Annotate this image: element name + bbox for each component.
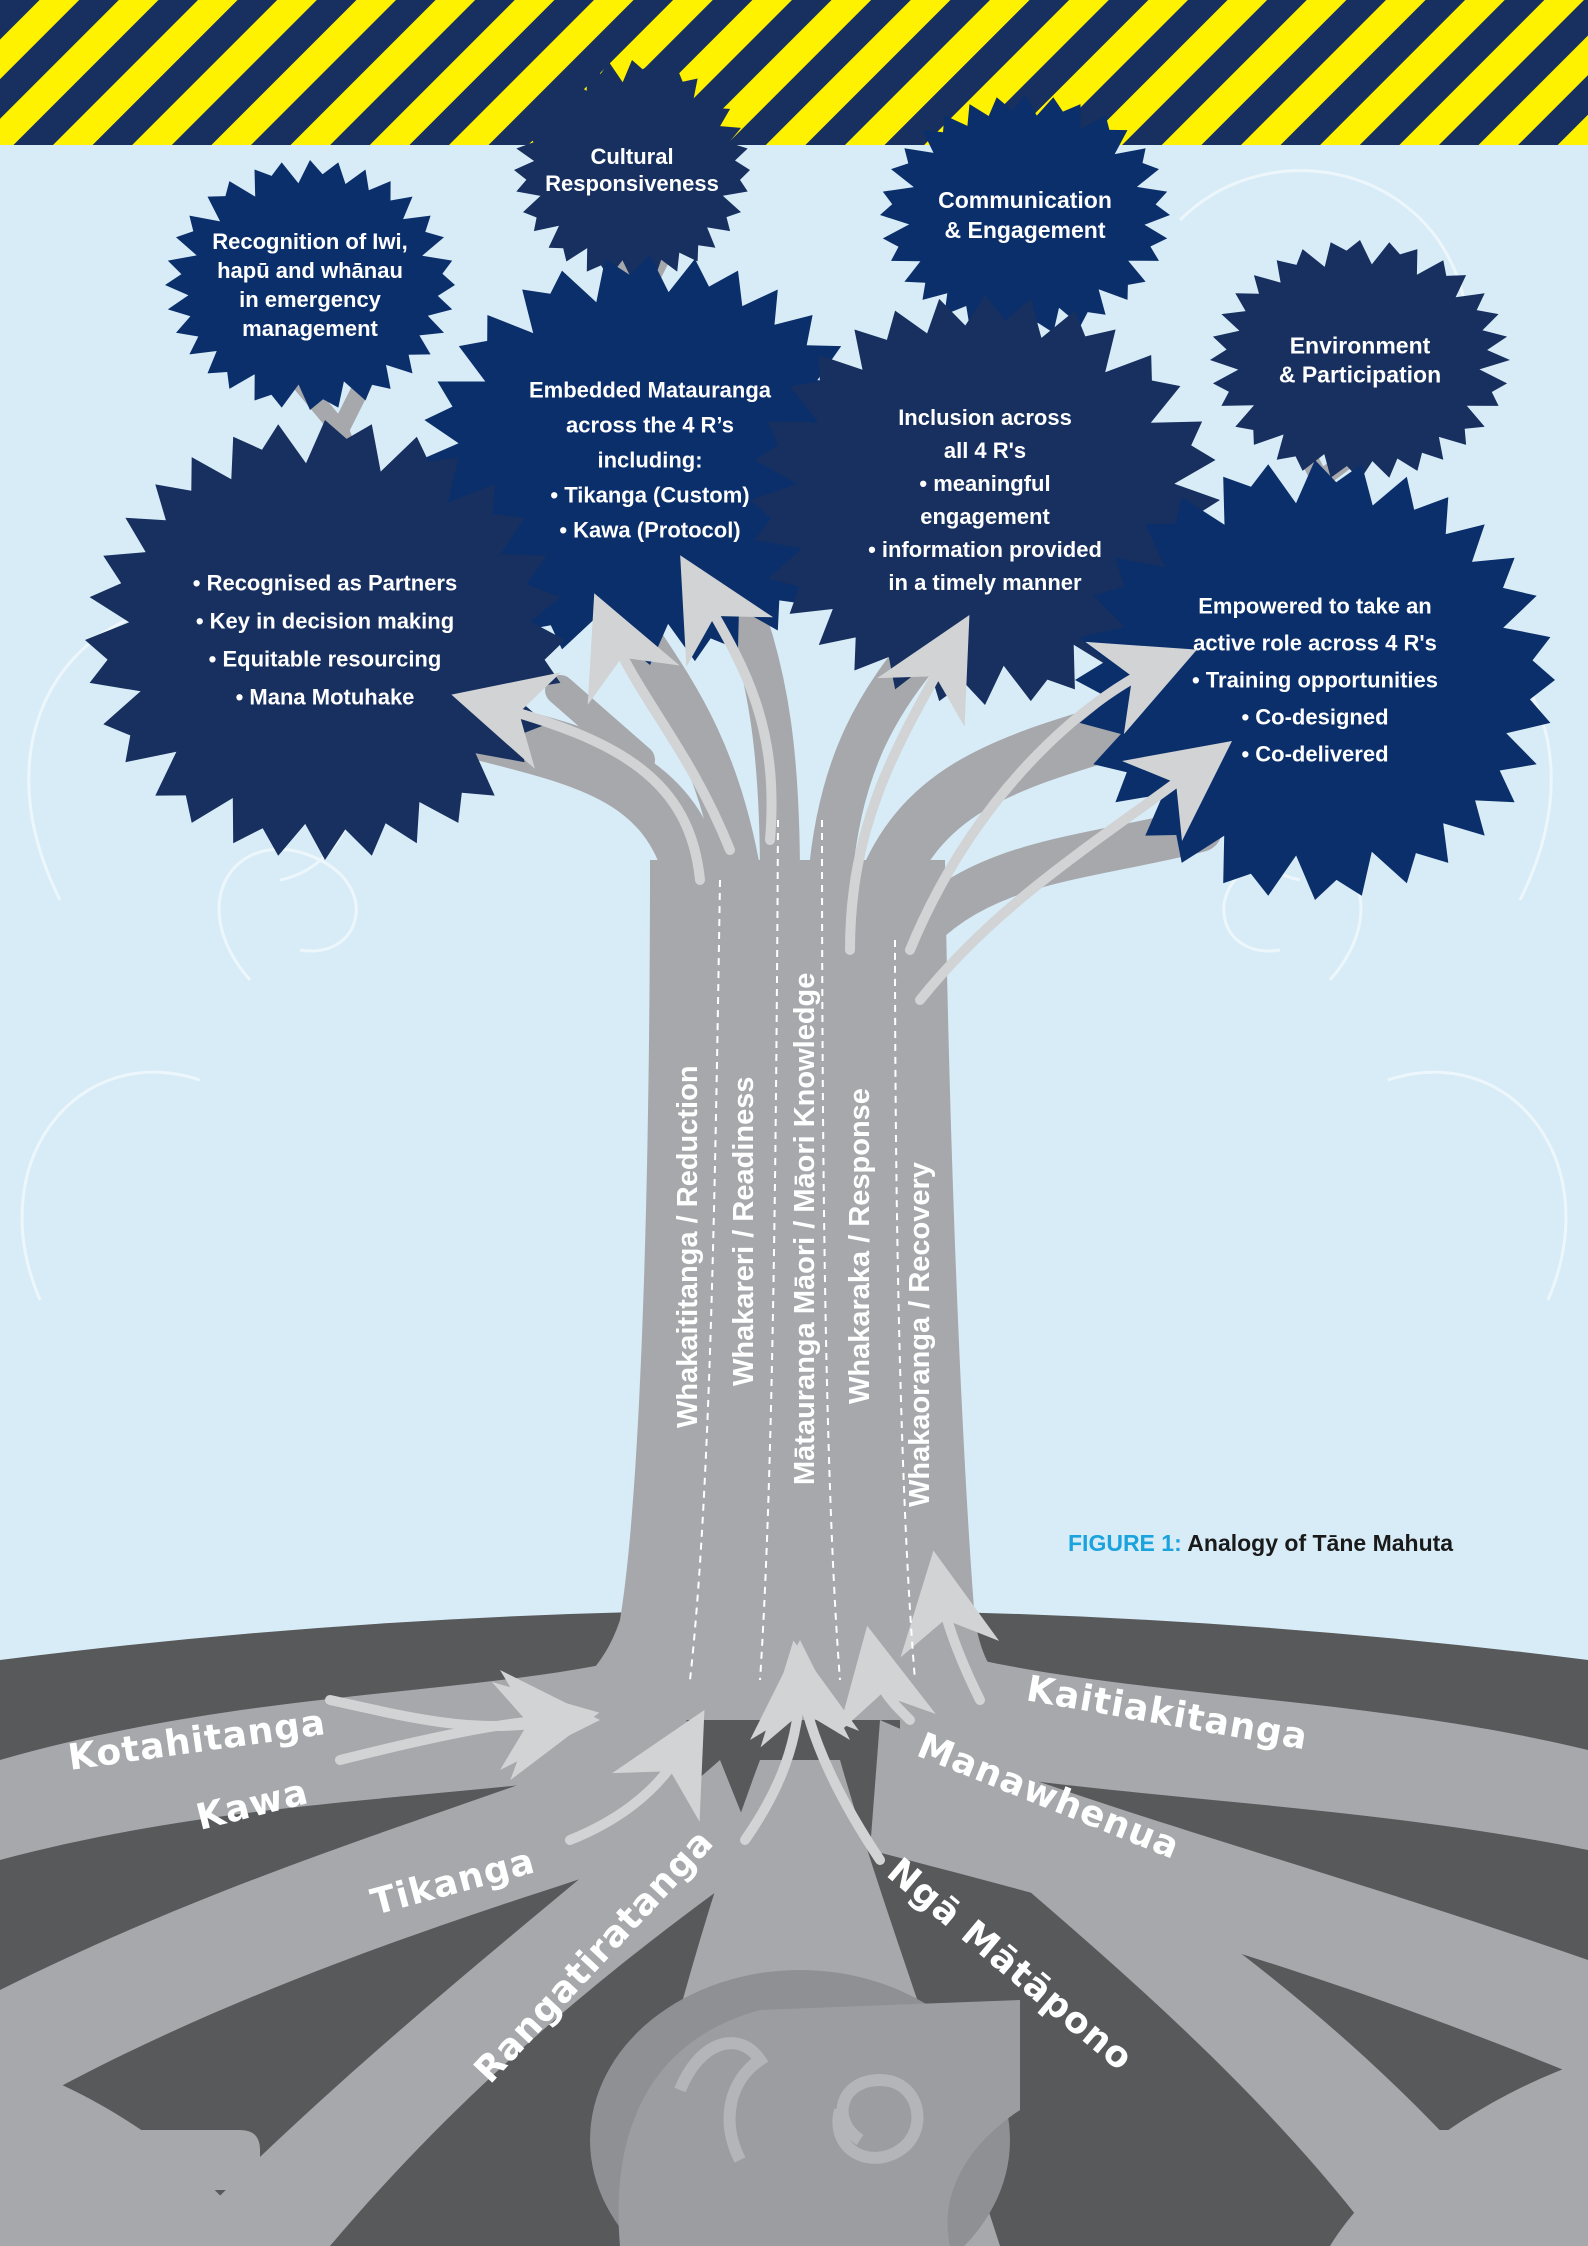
canopy-empowered-line: • Co-delivered — [1241, 742, 1388, 767]
arrow-manawhenua — [837, 1625, 936, 1734]
arrow-inclusion — [845, 615, 970, 955]
canopy-inclusion-line: in a timely manner — [888, 570, 1082, 595]
canopy-shape-environment — [1210, 240, 1510, 480]
arrow-partners — [451, 672, 705, 885]
canopy-embedded-line: • Tikanga (Custom) — [550, 483, 749, 508]
canopy-recognition: Recognition of Iwi, hapū and whānau in eme… — [165, 160, 455, 410]
canopy-recognition-line: management — [242, 316, 378, 341]
canopy-partners-line: • Recognised as Partners — [193, 571, 457, 596]
canopy-inclusion-line: • meaningful — [919, 471, 1050, 496]
trunk-dividers — [689, 819, 916, 1681]
carved-posts-decoration — [100, 2130, 1510, 2246]
canopy-empowered-line: Empowered to take an — [1198, 594, 1432, 619]
canopy-shape-communication — [880, 95, 1170, 335]
arrow-tikanga — [565, 1710, 705, 1845]
canopy-empowered: Empowered to take an active role across 4… — [1075, 460, 1555, 900]
carved-face-decoration — [618, 2000, 1020, 2246]
arrow-embedded-right — [680, 555, 777, 845]
flow-arrows — [325, 555, 1233, 1865]
trunk-label-readiness: Whakareri / Readiness — [728, 1077, 760, 1386]
tree-trunk — [520, 860, 1080, 1720]
canopy-empowered-line: active role across 4 R's — [1193, 631, 1437, 656]
canopy-shape-cultural — [514, 60, 750, 280]
canopy-empowered-line: • Training opportunities — [1192, 668, 1438, 693]
arrow-kaitiakitanga — [900, 1550, 1000, 1705]
canopy-shape-partners — [85, 420, 565, 860]
trunk-label-reduction: Whakaititanga / Reduction — [672, 1065, 704, 1428]
canopy-partners-line: • Key in decision making — [196, 609, 454, 634]
canopy-embedded-line: including: — [597, 448, 702, 473]
canopy-recognition-line: in emergency — [239, 287, 382, 312]
canopy-recognition-line: hapū and whānau — [217, 258, 403, 283]
canopy-communication-line: & Engagement — [944, 217, 1105, 243]
canopy-environment: Environment & Participation — [1210, 240, 1510, 480]
canopy-communication-line: Communication — [938, 187, 1112, 213]
canopy-inclusion-line: Inclusion across — [898, 405, 1072, 430]
canopy-environment-line: Environment — [1290, 333, 1431, 359]
canopy-inclusion-line: • information provided — [868, 537, 1102, 562]
trunk-label-response: Whakaraka / Response — [844, 1088, 876, 1404]
canopy-recognition-line: Recognition of Iwi, — [212, 229, 408, 254]
canopy-partners: • Recognised as Partners • Key in decisio… — [85, 420, 565, 860]
arrow-nga-matapono — [760, 1640, 885, 1865]
arrow-empowered — [905, 641, 1197, 955]
figure-number: FIGURE 1: — [1068, 1530, 1182, 1556]
canopy-embedded-line: • Kawa (Protocol) — [559, 518, 740, 543]
canopy-embedded-line: Embedded Matauranga — [529, 378, 772, 403]
canopy-embedded-line: across the 4 R’s — [566, 413, 734, 438]
canopy-empowered-line: • Co-designed — [1241, 705, 1388, 730]
canopy-partners-line: • Mana Motuhake — [236, 685, 415, 710]
arrow-embedded-left — [587, 593, 735, 855]
figure-caption: FIGURE 1: Analogy of Tāne Mahuta — [1068, 1530, 1453, 1557]
canopy-cultural-line: Responsiveness — [545, 171, 719, 196]
canopy-partners-line: • Equitable resourcing — [209, 647, 442, 672]
figure-title: Analogy of Tāne Mahuta — [1187, 1530, 1454, 1556]
striped-header-band — [0, 0, 1588, 145]
trunk-label-matauranga: Mātauranga Māori / Māori Knowledge — [789, 973, 821, 1485]
arrow-empowered-lower — [915, 741, 1233, 1005]
canopy-shape-recognition — [165, 160, 455, 410]
canopy-environment-line: & Participation — [1279, 362, 1441, 388]
canopy-cultural-line: Cultural — [590, 144, 673, 169]
trunk-label-recovery: Whakaoranga / Recovery — [904, 1162, 936, 1507]
canopy-inclusion-line: engagement — [920, 504, 1050, 529]
canopy-inclusion-line: all 4 R's — [944, 438, 1026, 463]
trunk-labels: Whakaititanga / Reduction Whakareri / Re… — [672, 973, 936, 1507]
canopy-communication: Communication & Engagement — [880, 95, 1170, 335]
arrow-kawa — [335, 1670, 600, 1771]
